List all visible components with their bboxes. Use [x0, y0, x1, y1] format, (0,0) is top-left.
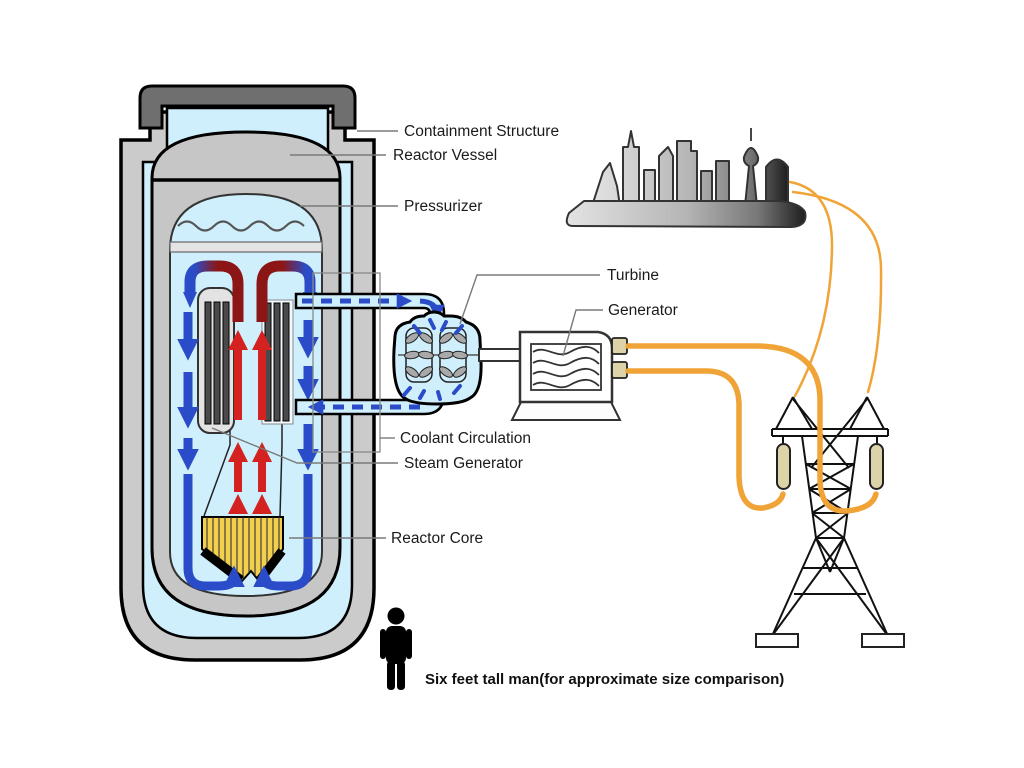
label-reactor-core: Reactor Core: [391, 530, 483, 547]
city-base: [565, 200, 807, 228]
hot-leg-right: [256, 260, 316, 322]
leader-generator: [562, 309, 603, 357]
label-pressurizer: Pressurizer: [404, 198, 482, 215]
transmission-tower: [755, 396, 905, 648]
power-line-bottom: [625, 368, 786, 511]
hot-leg-left-arrowhead: [183, 292, 197, 308]
tower-footings: [755, 633, 905, 648]
steam-generator-left-tubes: [204, 301, 230, 425]
turbine-blades: [404, 332, 468, 378]
leader-turbine: [459, 274, 600, 325]
man-arm-right: [406, 629, 412, 659]
man-head: [387, 607, 405, 625]
tower-crossarm: [771, 428, 889, 437]
man-torso: [386, 626, 406, 664]
generator-base: [510, 401, 622, 421]
man-leg-right: [397, 661, 405, 690]
label-steam-generator: Steam Generator: [404, 455, 523, 472]
cold-flow-arrows: [177, 312, 319, 591]
diagram-labels: Containment Structure Reactor Vessel Pre…: [391, 123, 784, 688]
generator: [478, 330, 628, 421]
label-reactor-vessel: Reactor Vessel: [393, 147, 497, 164]
generator-terminals: [611, 337, 628, 379]
steam-generator-right-tubes: [264, 302, 290, 422]
turbine: [392, 310, 483, 406]
leader-steam-generator: [211, 427, 398, 464]
power-line-top: [625, 343, 879, 514]
tube-sheet-band: [169, 241, 323, 253]
pressurizer: [169, 220, 323, 253]
city-skyline: [565, 128, 807, 228]
leader-lines: [211, 130, 603, 539]
man-arm-left: [380, 629, 386, 659]
power-lines: [625, 180, 883, 514]
coolant-circulation-bracket: [312, 272, 381, 453]
tower-lattice: [771, 463, 889, 637]
coolant-circulation: [177, 260, 319, 591]
turbine-steam-dashes: [402, 318, 464, 401]
hot-flow-arrows: [228, 330, 272, 514]
label-generator: Generator: [608, 302, 678, 319]
label-turbine: Turbine: [607, 267, 659, 284]
man-figure: [380, 607, 412, 690]
tower-peaks: [775, 396, 885, 430]
drive-shaft: [478, 348, 524, 362]
hot-leg-left: [184, 260, 244, 322]
city-feed-line-1: [788, 180, 834, 398]
city-buildings: [591, 130, 789, 207]
city-feed-line-2: [791, 190, 883, 394]
label-containment-structure: Containment Structure: [404, 123, 559, 140]
size-comparison-caption: Six feet tall man(for approximate size c…: [425, 671, 784, 688]
pressurizer-water-line: [177, 220, 305, 232]
man-leg-left: [387, 661, 395, 690]
generator-windings: [532, 345, 600, 389]
tower-insulators: [776, 443, 884, 490]
containment-cap: [138, 84, 357, 130]
label-coolant-circulation: Coolant Circulation: [400, 430, 531, 447]
